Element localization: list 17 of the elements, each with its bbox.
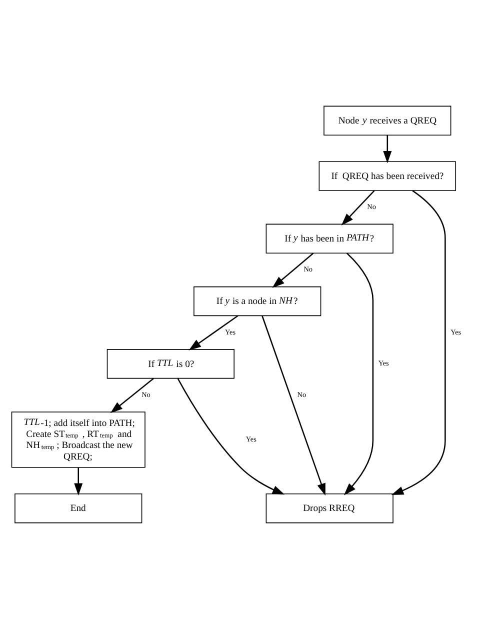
arrow [177,378,285,494]
arrow [262,315,326,496]
arrow [341,190,375,225]
node-box: End [14,493,142,523]
node-box: If TTL is 0? [106,348,234,378]
node-box: If QREQ has been received? [318,160,456,190]
node-box: If y is a node in NH? [194,286,322,316]
arrow [188,314,238,350]
arrow [391,190,446,495]
node-box: Node y receives a QREQ [324,105,452,135]
node-box: If y has been in PATH? [266,223,394,253]
arrow [272,252,314,288]
arrow [344,252,374,495]
arrow [383,134,392,163]
node-box: Drops RREQ [266,493,394,523]
arrow [74,467,83,495]
arrow [110,377,154,413]
